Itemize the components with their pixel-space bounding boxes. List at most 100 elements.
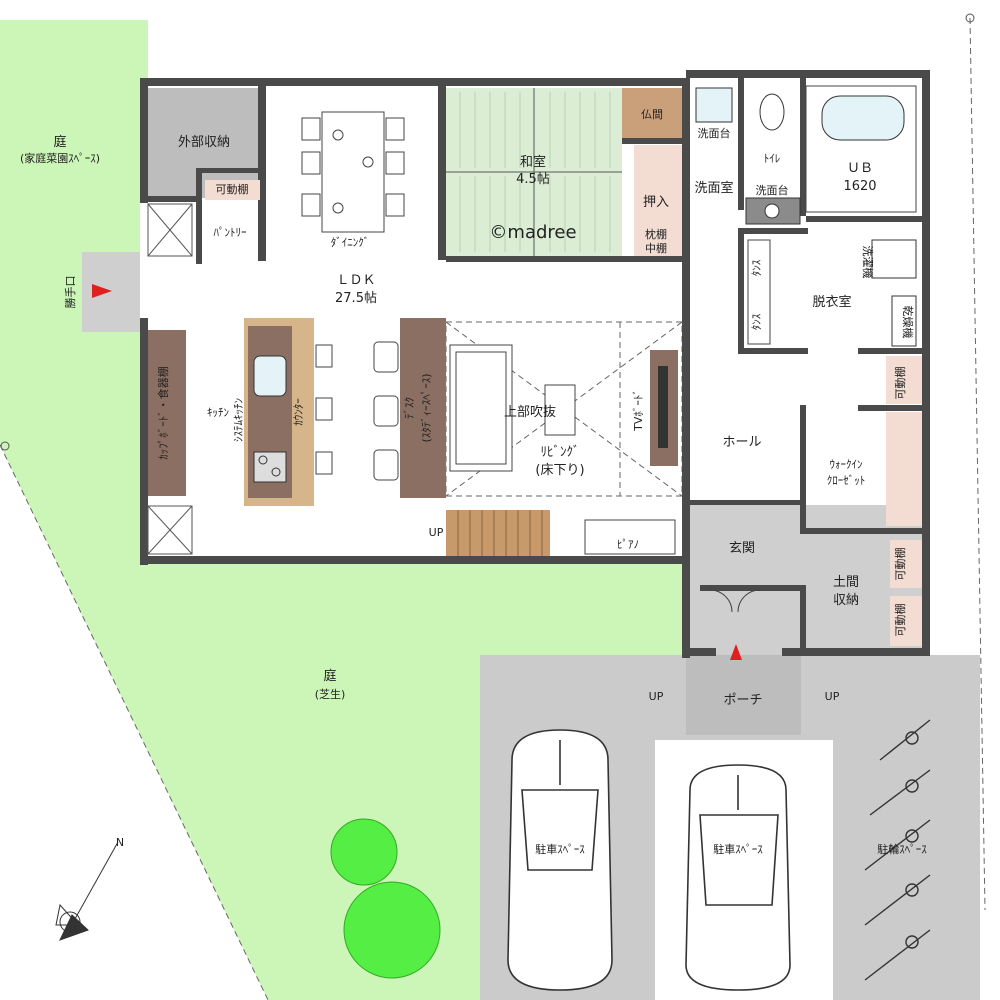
toilet-label: ﾄｲﾚ bbox=[764, 152, 781, 165]
oshiire-label: 押入 bbox=[643, 195, 669, 210]
washing-machine bbox=[871, 239, 917, 279]
entrance-door bbox=[709, 589, 761, 613]
garden-bottom-label: 庭 bbox=[323, 668, 336, 684]
dryer-label: 乾燥機 bbox=[901, 306, 915, 339]
entrance-arrow bbox=[730, 644, 742, 660]
tree-small bbox=[330, 818, 398, 886]
site-boundary-west bbox=[0, 444, 269, 1000]
washitsu-label: 和室 bbox=[520, 154, 546, 170]
hall-shelf bbox=[886, 356, 922, 404]
doma-storage-label-2: 収納 bbox=[833, 593, 859, 608]
doma-storage-label-1: 土間 bbox=[833, 575, 859, 590]
piano-label: ﾋﾟｱﾉ bbox=[617, 538, 639, 551]
porch-up-right-label: UP bbox=[825, 690, 840, 703]
cupboard bbox=[148, 330, 186, 496]
movable-shelf-label-doma-2: 可動棚 bbox=[893, 604, 907, 637]
back-door-arrow bbox=[92, 284, 112, 298]
oshiire-area bbox=[634, 145, 682, 257]
wash-basin-2-label: 洗面台 bbox=[756, 183, 789, 197]
ub-label: ＵＢ bbox=[847, 161, 873, 176]
dining-table bbox=[301, 111, 405, 233]
watermark-text: ©madree bbox=[489, 222, 576, 243]
tansu-label-1: ﾀﾝｽ bbox=[750, 259, 763, 276]
butsuma-label: 仏間 bbox=[641, 108, 663, 121]
garden-area bbox=[0, 20, 686, 1000]
ub-size-label: 1620 bbox=[843, 179, 876, 194]
garden-top-sublabel: (家庭菜園ｽﾍﾟｰｽ) bbox=[20, 151, 100, 165]
garden-bottom-sublabel: (芝生) bbox=[315, 687, 346, 701]
washitsu-size-label: 4.5帖 bbox=[516, 172, 550, 187]
wic-shelf bbox=[886, 412, 922, 526]
wash-basin-bowl bbox=[764, 203, 780, 219]
living-note-label: (床下り) bbox=[535, 463, 584, 478]
ldk-size-label: 27.5帖 bbox=[335, 291, 377, 306]
bicycles bbox=[864, 719, 931, 981]
makura-dana-label: 枕棚 bbox=[645, 227, 667, 241]
stairs-up-label: UP bbox=[429, 526, 444, 539]
dryer-unit bbox=[891, 295, 917, 347]
ldk-label: ＬＤＫ bbox=[336, 273, 375, 288]
parking-left-label: 駐車ｽﾍﾟｰｽ bbox=[535, 842, 585, 856]
tatami-area bbox=[446, 88, 622, 256]
wash-basin-upper bbox=[695, 87, 733, 123]
car-right bbox=[685, 764, 791, 991]
wic-label-1: ｳｫｰｸｲﾝ bbox=[830, 458, 863, 471]
tv bbox=[658, 366, 668, 448]
porch-floor bbox=[686, 655, 801, 735]
bathtub bbox=[821, 95, 905, 141]
bike-parking-label: 駐輪ｽﾍﾟｰｽ bbox=[877, 842, 927, 856]
pantry-label: ﾊﾟﾝﾄﾘｰ bbox=[214, 226, 247, 239]
atrium-label: 上部吹抜 bbox=[504, 404, 556, 420]
boundary-marker bbox=[965, 13, 975, 23]
desk-label: ﾃﾞｽｸ bbox=[403, 397, 416, 419]
living-label: ﾘﾋﾞﾝｸﾞ bbox=[541, 445, 580, 460]
movable-shelf-label: 可動棚 bbox=[216, 182, 249, 196]
car-left bbox=[507, 729, 613, 991]
parking-right-label: 駐車ｽﾍﾟｰｽ bbox=[713, 842, 763, 856]
dining-label: ﾀﾞｲﾆﾝｸﾞ bbox=[331, 236, 370, 249]
washer-label: 洗濯機 bbox=[861, 246, 875, 279]
counter-label: ｶｳﾝﾀｰ bbox=[292, 398, 305, 426]
desk-chairs bbox=[373, 341, 399, 481]
wash-basin-label: 洗面台 bbox=[698, 126, 731, 140]
stairs bbox=[446, 510, 550, 560]
walls bbox=[140, 70, 930, 658]
boundary-marker bbox=[0, 441, 10, 451]
back-door-label: 勝手口 bbox=[63, 276, 77, 309]
sofa bbox=[449, 344, 513, 472]
outdoor-storage-label: 外部収納 bbox=[178, 135, 230, 150]
hall-label: ホール bbox=[722, 435, 761, 450]
chuu-dana-label: 中棚 bbox=[645, 241, 667, 255]
porch-up-left-label: UP bbox=[649, 690, 664, 703]
doma-shelf-upper bbox=[890, 540, 922, 588]
tree-large bbox=[343, 881, 441, 979]
toilet-bowl bbox=[759, 93, 785, 131]
corner-storage bbox=[147, 203, 193, 555]
study-space-label: (ｽﾀﾃﾞｨｰｽﾍﾟｰｽ) bbox=[420, 373, 433, 442]
tv-board-label: TVﾎﾞｰﾄﾞ bbox=[632, 389, 645, 432]
cupboard-label: ｶｯﾌﾟﾎﾞｰﾄﾞ・食器棚 bbox=[156, 366, 170, 460]
movable-shelf-label-doma-1: 可動棚 bbox=[893, 548, 907, 581]
kitchen-label: ｷｯﾁﾝ bbox=[207, 406, 229, 419]
butsuma-area bbox=[622, 88, 682, 138]
study-desk bbox=[400, 318, 446, 498]
site-boundary-east bbox=[969, 17, 986, 911]
compass-icon bbox=[55, 841, 119, 941]
coffee-table bbox=[544, 384, 576, 436]
piano bbox=[584, 519, 676, 555]
wic-label-2: ｸﾛｰｾﾞｯﾄ bbox=[827, 474, 866, 487]
pantry-shelf bbox=[205, 180, 260, 200]
compass-north-label: N bbox=[116, 836, 124, 849]
tansu-label-2: ﾀﾝｽ bbox=[750, 313, 763, 330]
tansu-unit bbox=[747, 239, 771, 345]
outdoor-storage-floor bbox=[148, 88, 258, 198]
system-kitchen-label: ｼｽﾃﾑｷｯﾁﾝ bbox=[232, 398, 245, 442]
garden-top-label: 庭 bbox=[53, 134, 66, 150]
back-door-step bbox=[82, 252, 140, 332]
doma-shelf-lower bbox=[890, 596, 922, 646]
dressing-label: 脱衣室 bbox=[812, 294, 851, 310]
porch-label: ポーチ bbox=[723, 693, 762, 708]
entrance-label: 玄関 bbox=[729, 541, 755, 556]
kitchen-stools bbox=[315, 344, 333, 475]
